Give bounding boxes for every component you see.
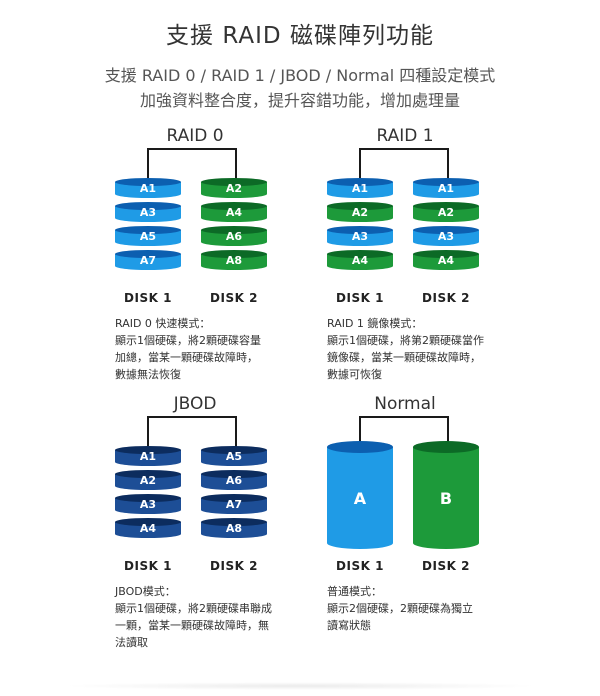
jbod-disk1-name: DISK 1 (124, 559, 172, 573)
desc-line: 加總，當某一顆硬碟故障時， (115, 351, 258, 364)
jbod-description: JBOD模式： 顯示1個硬碟，將2顆硬碟串聯成 一顆，當某一顆硬碟故障時，無 法… (115, 583, 295, 651)
subtitle-line-1: 支援 RAID 0 / RAID 1 / JBOD / Normal 四種設定模… (104, 66, 496, 85)
normal-disk1: A (327, 441, 393, 549)
disk-layer: A7 (201, 494, 267, 514)
disk-layer-label: A4 (139, 522, 157, 535)
disk-layer: A6 (201, 226, 267, 246)
desc-line: JBOD模式： (115, 585, 176, 598)
disk-layer: A3 (115, 202, 181, 222)
disk-layer-label: A3 (437, 230, 455, 243)
jbod-label: JBOD (173, 394, 217, 414)
desc-line: 鏡像碟，當某一顆硬碟故障時， (327, 351, 481, 364)
disk-layer: A1 (115, 446, 181, 466)
raid0-connector (147, 148, 237, 180)
disk-layer: A2 (413, 202, 479, 222)
disk-layer: A5 (201, 446, 267, 466)
disk-layer-label: A3 (139, 206, 157, 219)
raid0-label: RAID 0 (166, 126, 224, 146)
page-title: 支援 RAID 磁碟陣列功能 (166, 23, 434, 49)
disk-layer: A1 (327, 178, 393, 198)
raid1-description: RAID 1 鏡像模式： 顯示1個硬碟，將第2顆硬碟當作 鏡像碟，當某一顆硬碟故… (327, 315, 507, 383)
disk-layer: A3 (115, 494, 181, 514)
disk-layer-label: A5 (139, 230, 157, 243)
raid1-label: RAID 1 (376, 126, 434, 146)
disk-layer-label: A2 (437, 206, 455, 219)
normal-description: 普通模式： 顯示2個硬碟，2顆硬碟為獨立 讀寫狀態 (327, 583, 507, 634)
normal-label: Normal (374, 394, 436, 414)
desc-line: 普通模式： (327, 585, 382, 598)
disk-layer-label: A3 (351, 230, 369, 243)
raid1-disk1-name: DISK 1 (336, 291, 384, 305)
disk-layer: A2 (115, 470, 181, 490)
desc-line: 法讀取 (115, 636, 148, 649)
desc-line: 顯示1個硬碟，將2顆硬碟串聯成 (115, 602, 272, 615)
disk-layer-label: A8 (225, 522, 243, 535)
desc-line: 數據無法恢復 (115, 368, 181, 381)
disk-layer-label: A2 (225, 182, 243, 195)
disk-layer: A1 (115, 178, 181, 198)
desc-line: 顯示1個硬碟，將2顆硬碟容量 (115, 334, 261, 347)
normal-disk1-name: DISK 1 (336, 559, 384, 573)
disk-layer: A2 (201, 178, 267, 198)
disk-layer-label: A4 (225, 206, 243, 219)
disk-layer-label: A7 (139, 254, 157, 267)
disk-layer-label: A2 (139, 474, 157, 487)
disk-layer-label: A1 (139, 182, 157, 195)
raid1-disk2-name: DISK 2 (422, 291, 470, 305)
normal-disk2-name: DISK 2 (422, 559, 470, 573)
disk-layer-label: A2 (351, 206, 369, 219)
disk-layer-label: A1 (437, 182, 455, 195)
disk-layer-label: A5 (225, 450, 243, 463)
normal-disk1-label: A (353, 489, 367, 508)
disk-layer-label: A4 (437, 254, 455, 267)
desc-line: RAID 1 鏡像模式： (327, 317, 423, 330)
desc-line: 數據可恢復 (327, 368, 382, 381)
disk-layer: A4 (327, 250, 393, 270)
disk-layer: A6 (201, 470, 267, 490)
disk-layer: A3 (413, 226, 479, 246)
disk-layer-label: A6 (225, 474, 243, 487)
raid0-disk1-name: DISK 1 (124, 291, 172, 305)
raid0-description: RAID 0 快速模式： 顯示1個硬碟，將2顆硬碟容量 加總，當某一顆硬碟故障時… (115, 315, 295, 383)
normal-disk2-label: B (439, 489, 453, 508)
disk-layer: A1 (413, 178, 479, 198)
disk-layer-label: A4 (351, 254, 369, 267)
desc-line: RAID 0 快速模式： (115, 317, 211, 330)
disk-layer: A4 (115, 518, 181, 538)
jbod-connector (147, 416, 237, 448)
disk-layer: A7 (115, 250, 181, 270)
raid1-connector (359, 148, 449, 180)
disk-layer: A8 (201, 518, 267, 538)
disk-layer-label: A7 (225, 498, 243, 511)
page-subtitle: 支援 RAID 0 / RAID 1 / JBOD / Normal 四種設定模… (0, 63, 600, 113)
desc-line: 顯示2個硬碟，2顆硬碟為獨立 (327, 602, 473, 615)
disk-layer: A4 (413, 250, 479, 270)
disk-layer-label: A8 (225, 254, 243, 267)
disk-layer-label: A1 (351, 182, 369, 195)
disk-layer: A3 (327, 226, 393, 246)
bottom-shadow (60, 682, 540, 690)
desc-line: 讀寫狀態 (327, 619, 371, 632)
subtitle-line-2: 加強資料整合度，提升容錯功能，增加處理量 (139, 91, 460, 110)
jbod-disk2-name: DISK 2 (210, 559, 258, 573)
raid0-disk2-name: DISK 2 (210, 291, 258, 305)
disk-layer: A8 (201, 250, 267, 270)
disk-layer-label: A6 (225, 230, 243, 243)
normal-disk2: B (413, 441, 479, 549)
disk-layer: A2 (327, 202, 393, 222)
desc-line: 一顆，當某一顆硬碟故障時，無 (115, 619, 269, 632)
disk-layer-label: A1 (139, 450, 157, 463)
normal-connector (359, 416, 449, 448)
disk-layer-label: A3 (139, 498, 157, 511)
disk-layer: A4 (201, 202, 267, 222)
desc-line: 顯示1個硬碟，將第2顆硬碟當作 (327, 334, 484, 347)
disk-layer: A5 (115, 226, 181, 246)
